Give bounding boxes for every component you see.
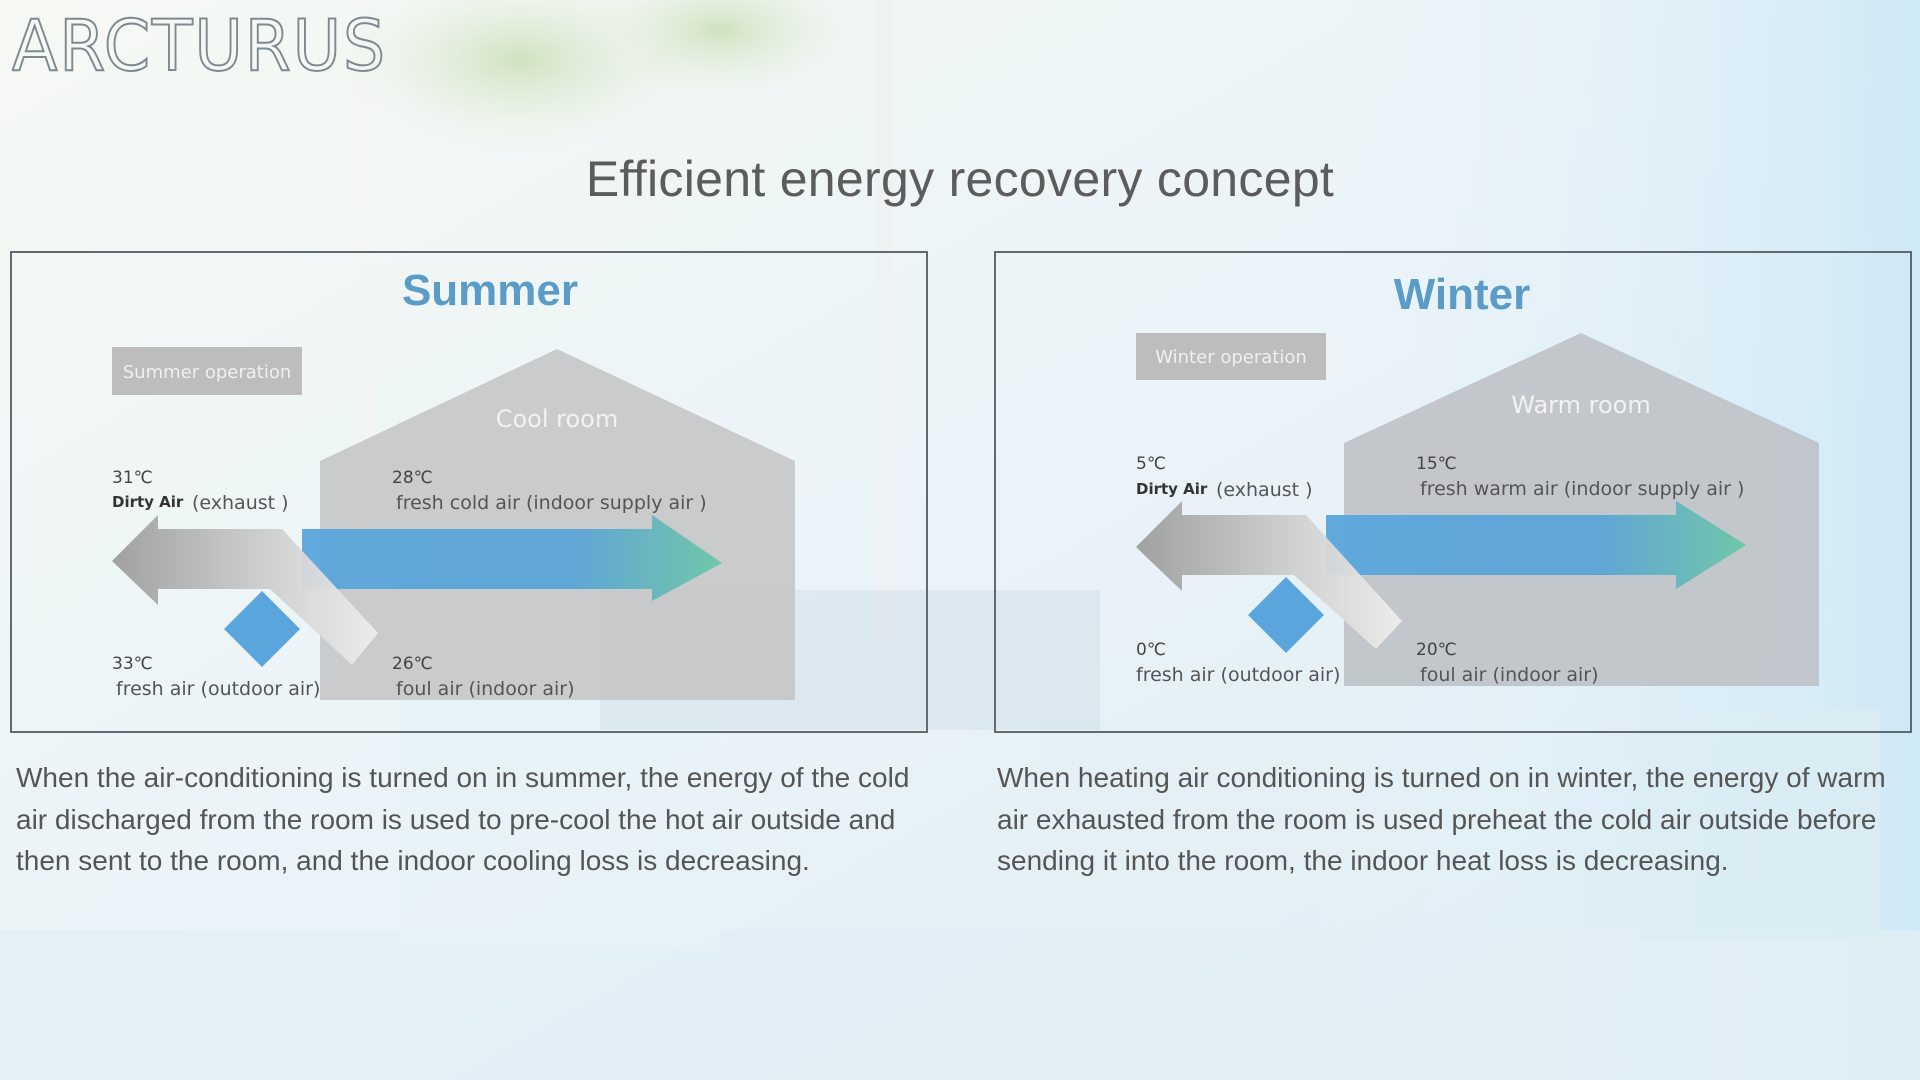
brand-logo: ARCTURUS [12,8,387,88]
exhaust-arrow [1136,501,1402,649]
indoor-temp: 26℃ [392,654,433,674]
summer-diagram: Summer Cool room Summer operation 31℃ Di… [112,266,795,700]
season-title: Winter [1394,270,1531,319]
logo-text: ARCTURUS [12,8,387,87]
house-shape [1344,333,1819,686]
indoor-label: foul air (indoor air) [396,678,575,700]
season-title: Summer [402,266,578,315]
supply-temp: 15℃ [1416,454,1457,474]
supply-temp: 28℃ [392,468,433,488]
indoor-label: foul air (indoor air) [1420,664,1599,686]
exhaust-label-bold: Dirty Air [112,493,184,511]
supply-arrow [1326,501,1746,589]
supply-arrow [302,515,722,601]
winter-diagram: Winter Warm room Winter operation 5℃ Dir… [1136,270,1819,686]
summer-description: When the air-conditioning is turned on i… [16,762,910,876]
supply-label: fresh cold air (indoor supply air ) [396,492,707,514]
heat-exchanger-core [1248,577,1324,653]
operation-label: Winter operation [1155,347,1307,368]
operation-badge [1136,333,1326,380]
winter-description: When heating air conditioning is turned … [997,762,1886,876]
exhaust-temp: 5℃ [1136,454,1166,474]
winter-panel: Winter Warm room Winter operation 5℃ Dir… [994,251,1912,733]
exhaust-temp: 31℃ [112,468,153,488]
exhaust-label: (exhaust ) [192,492,289,514]
outdoor-temp: 0℃ [1136,640,1166,660]
outdoor-label: fresh air (outdoor air) [1136,664,1340,686]
operation-label: Summer operation [123,362,292,383]
house-shape [320,349,795,700]
operation-badge [112,347,302,395]
exhaust-arrow [112,515,378,665]
summer-panel: Summer Cool room Summer operation 31℃ Di… [10,251,928,733]
outdoor-temp: 33℃ [112,654,153,674]
room-label: Warm room [1511,391,1650,419]
outdoor-label: fresh air (outdoor air) [116,678,320,700]
supply-label: fresh warm air (indoor supply air ) [1420,478,1744,500]
exhaust-label: (exhaust ) [1216,479,1313,501]
page-title: Efficient energy recovery concept [585,151,1335,207]
indoor-temp: 20℃ [1416,640,1457,660]
heat-exchanger-core [224,591,300,667]
exhaust-label-bold: Dirty Air [1136,480,1208,498]
room-label: Cool room [496,405,619,433]
